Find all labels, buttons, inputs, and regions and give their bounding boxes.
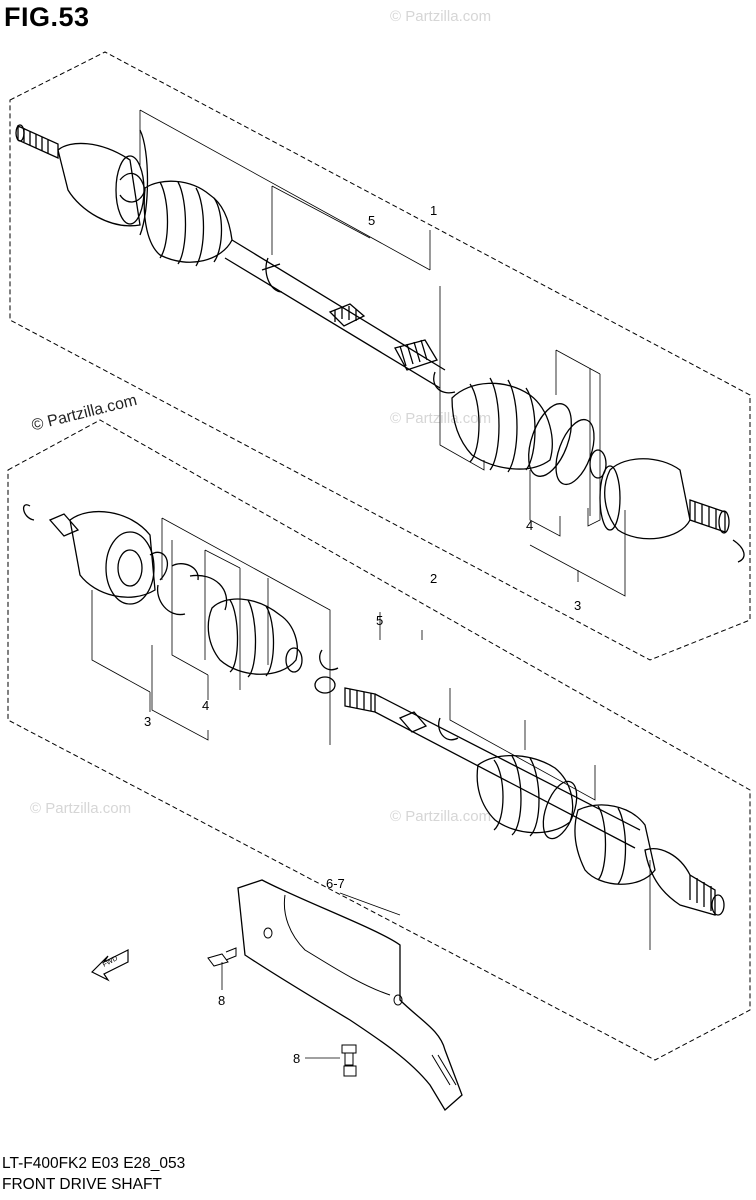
callout-8: 8 (218, 993, 225, 1008)
watermark: © Partzilla.com (390, 410, 492, 427)
figure-name: FRONT DRIVE SHAFT (2, 1176, 162, 1193)
watermark: © Partzilla.com (30, 800, 132, 817)
bolt-8-lower (341, 1044, 357, 1077)
callout-8: 8 (293, 1051, 300, 1066)
watermark: © Partzilla.com (390, 808, 492, 825)
fwd-label: FWD (102, 955, 119, 969)
callout-5: 5 (376, 613, 383, 628)
callout-1: 1 (430, 203, 437, 218)
skid-guard (237, 879, 463, 1112)
drive-shaft-2 (23, 504, 725, 916)
figure-code: LT-F400FK2 E03 E28_053 (2, 1155, 186, 1172)
fig-title: FIG.53 (4, 2, 90, 32)
callout-3: 3 (144, 714, 151, 729)
leaders-2 (91, 517, 651, 950)
drive-shaft-1 (15, 124, 745, 563)
bolt-8-upper (207, 947, 237, 967)
assembly-1-frame (9, 51, 751, 661)
leaders-1 (139, 109, 626, 597)
fwd-arrow (90, 949, 129, 982)
callout-2: 2 (430, 571, 437, 586)
callout-5: 5 (368, 213, 375, 228)
assembly-2-frame (7, 419, 751, 1061)
callout-6-7: 6-7 (326, 876, 345, 891)
callout-4: 4 (202, 698, 209, 713)
callout-3: 3 (574, 598, 581, 613)
watermark: © Partzilla.com (390, 8, 492, 25)
callout-4: 4 (526, 518, 533, 533)
